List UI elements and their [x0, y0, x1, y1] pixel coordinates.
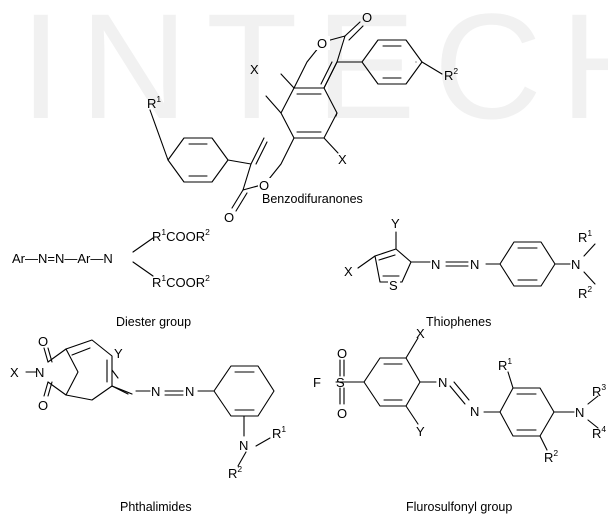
atom-r2: R2 — [444, 66, 458, 83]
flurosulfonyl-x: X — [416, 326, 425, 341]
caption-thiophenes: Thiophenes — [426, 315, 491, 329]
atom-x-left: X — [250, 62, 259, 77]
flurosulfonyl-f: F — [313, 375, 321, 390]
thiophene-n2: N — [470, 257, 479, 272]
thiophene-s: S — [389, 278, 398, 293]
flurosulfonyl-r1: R1 — [498, 356, 512, 373]
flurosulfonyl-s: S — [336, 375, 345, 390]
thiophenes-structure: S Y X N N N R1 R2 Thiophenes — [344, 216, 596, 329]
watermark-text: INTECH — [20, 0, 608, 150]
phthalimide-n1: N — [151, 384, 160, 399]
phthalimide-x: X — [10, 365, 19, 380]
atom-r1: R1 — [147, 94, 161, 111]
thiophene-x: X — [344, 264, 353, 279]
atom-o-carbonyl-top: O — [362, 10, 372, 25]
thiophene-y: Y — [391, 216, 400, 231]
flurosulfonyl-r2: R2 — [544, 448, 558, 465]
thiophene-n1: N — [431, 257, 440, 272]
phthalimide-o-bottom: O — [38, 398, 48, 413]
flurosulfonyl-r4: R4 — [592, 424, 606, 441]
diester-bottom-branch: R1COOR2 — [152, 273, 210, 290]
phthalimide-y: Y — [114, 346, 123, 361]
flurosulfonyl-r3: R3 — [592, 382, 606, 399]
flurosulfonyl-n-amine: N — [575, 405, 584, 420]
caption-phthalimides: Phthalimides — [120, 500, 192, 514]
flurosulfonyl-n1: N — [438, 375, 447, 390]
diester-structure: Ar—N=N—Ar—N R1COOR2 R1COOR2 Diester grou… — [12, 227, 210, 329]
atom-x-right: X — [338, 152, 347, 167]
thiophene-r1: R1 — [578, 228, 592, 245]
atom-o-ring-top: O — [317, 36, 327, 51]
phthalimide-n2: N — [185, 384, 194, 399]
phthalimide-r1: R1 — [272, 424, 286, 441]
diester-chain: Ar—N=N—Ar—N — [12, 251, 113, 266]
phthalimide-o-top: O — [38, 334, 48, 349]
atom-o-carbonyl-bottom: O — [224, 210, 234, 225]
phthalimide-n-amine: N — [239, 438, 248, 453]
flurosulfonyl-o-bottom: O — [337, 406, 347, 421]
phthalimides-structure: O O X N Y N N N R1 R2 Phthalimides — [10, 334, 286, 514]
flurosulfonyl-y: Y — [416, 424, 425, 439]
thiophene-n-amine: N — [571, 257, 580, 272]
flurosulfonyl-n2: N — [470, 404, 479, 419]
caption-benzodifuranones: Benzodifuranones — [262, 192, 363, 206]
phthalimide-n-imide: N — [35, 365, 44, 380]
benzodifuranones-structure: O O O O X X R2 R1 Benzodifuranones — [147, 10, 458, 225]
flurosulfonyl-o-top: O — [337, 346, 347, 361]
flurosulfonyl-structure: F S O O X Y N N N R1 R2 R3 R4 Flurosulfo… — [313, 326, 606, 514]
caption-diester: Diester group — [116, 315, 191, 329]
watermark: INTECH — [20, 0, 608, 150]
diester-top-branch: R1COOR2 — [152, 227, 210, 244]
thiophene-r2: R2 — [578, 284, 592, 301]
atom-o-ring-bottom: O — [259, 178, 269, 193]
phthalimide-r2: R2 — [228, 464, 242, 481]
caption-flurosulfonyl: Flurosulfonyl group — [406, 500, 512, 514]
